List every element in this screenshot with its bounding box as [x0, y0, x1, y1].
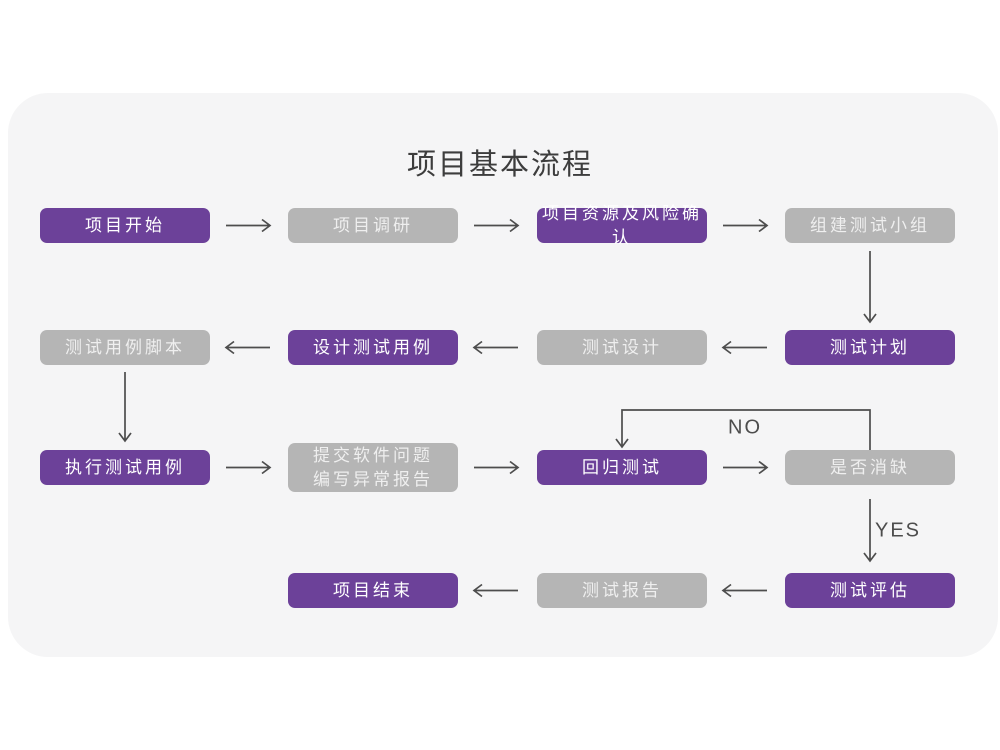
- node-project-end: 项目结束: [288, 573, 458, 608]
- node-test-report: 测试报告: [537, 573, 707, 608]
- node-resource-risk-confirm: 项目资源及风险确认: [537, 204, 707, 247]
- edge-label-yes: YES: [874, 519, 922, 542]
- node-form-test-team: 组建测试小组: [785, 208, 955, 243]
- flowchart-card: [8, 93, 998, 657]
- node-regression-test: 回归测试: [537, 450, 707, 485]
- node-project-research: 项目调研: [288, 208, 458, 243]
- node-project-start: 项目开始: [40, 208, 210, 243]
- node-defect-cleared: 是否消缺: [785, 450, 955, 485]
- node-test-plan: 测试计划: [785, 330, 955, 365]
- node-design-test-cases: 设计测试用例: [288, 330, 458, 365]
- node-test-case-script: 测试用例脚本: [40, 330, 210, 365]
- node-test-evaluation: 测试评估: [785, 573, 955, 608]
- edge-label-no: NO: [728, 416, 762, 439]
- node-submit-issue-report: 提交软件问题 编写异常报告: [288, 443, 458, 492]
- node-execute-test-cases: 执行测试用例: [40, 450, 210, 485]
- page-title: 项目基本流程: [406, 149, 593, 181]
- node-test-design: 测试设计: [537, 330, 707, 365]
